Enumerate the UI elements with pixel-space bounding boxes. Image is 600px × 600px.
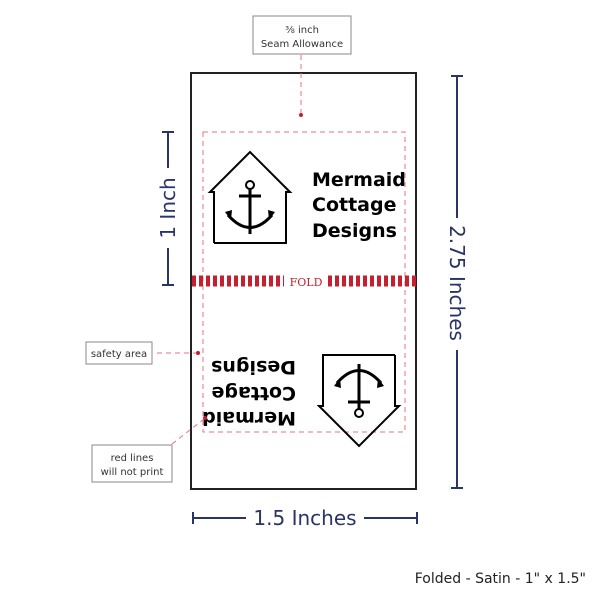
fold-text: FOLD xyxy=(290,276,323,289)
svg-text:Seam Allowance: Seam Allowance xyxy=(261,39,343,50)
safety-area-callout: safety area xyxy=(85,341,200,365)
inverted-logo: Mermaid Cottage Designs xyxy=(202,354,402,448)
caption: Folded - Satin - 1" x 1.5" xyxy=(415,571,586,587)
inverted-brand-line3: Designs xyxy=(211,356,296,378)
inverted-brand-line1: Mermaid xyxy=(202,407,296,429)
brand-line2: Cottage xyxy=(312,194,396,216)
svg-text:⅜ inch: ⅜ inch xyxy=(285,25,319,36)
brand-line3: Designs xyxy=(312,220,397,242)
house-anchor-icon xyxy=(316,354,402,448)
red-lines-callout: red lines will not print xyxy=(91,416,207,483)
height-dimension xyxy=(451,75,463,489)
one-inch-label: 1 Inch xyxy=(156,177,180,238)
height-label: 2.75 Inches xyxy=(445,225,469,341)
svg-text:safety area: safety area xyxy=(91,349,147,360)
brand-line1: Mermaid xyxy=(312,169,406,191)
one-inch-dimension xyxy=(162,131,174,286)
svg-text:will not print: will not print xyxy=(101,467,164,478)
width-label: 1.5 Inches xyxy=(253,506,356,530)
width-dimension xyxy=(192,512,418,524)
inverted-brand-line2: Cottage xyxy=(212,382,296,404)
house-anchor-icon xyxy=(207,150,293,244)
seam-allowance-callout: ⅜ inch Seam Allowance xyxy=(252,15,352,117)
svg-text:red lines: red lines xyxy=(111,453,154,464)
fold-line: FOLD xyxy=(192,275,416,289)
